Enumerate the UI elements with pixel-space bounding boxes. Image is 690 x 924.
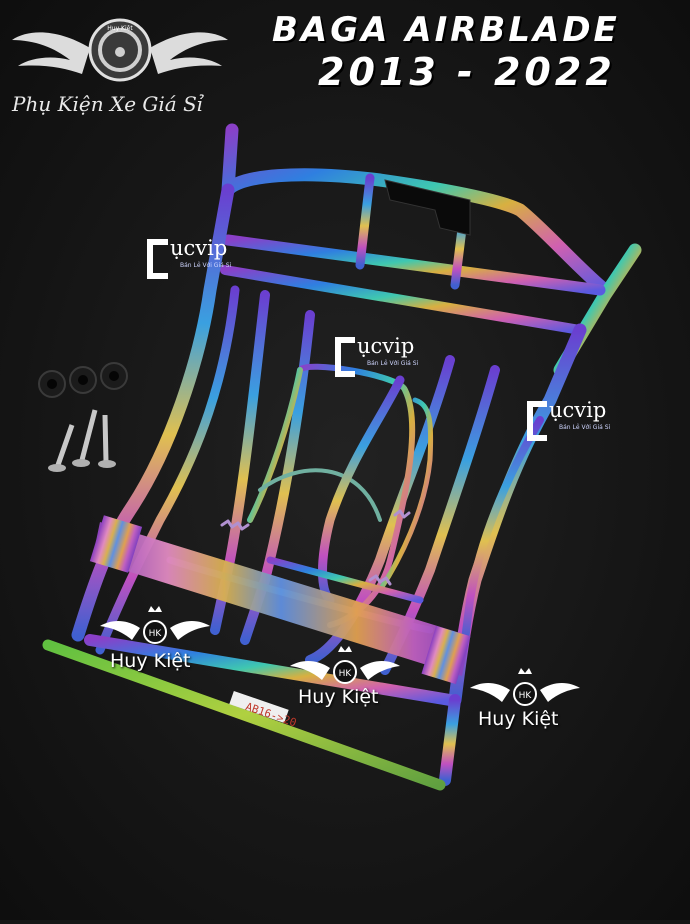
- mount-bracket: [384, 179, 471, 236]
- cucvip-brand: ụcvip: [170, 236, 228, 260]
- cucvip-brand: ụcvip: [549, 398, 607, 422]
- cucvip-tagline: Bán Lẻ Với Giá Sỉ: [180, 262, 232, 269]
- hardware-set: [38, 362, 128, 472]
- hk-emblem: [470, 668, 580, 706]
- hk-emblem: [290, 646, 400, 684]
- hk-monogram: HK: [339, 669, 353, 679]
- watermark-brand: Huy Kiệt: [298, 686, 379, 708]
- shop-logo: Huy Kiệt: [12, 18, 228, 82]
- cucvip-watermark: [147, 239, 547, 441]
- screw: [55, 424, 75, 466]
- cucvip-tagline: Bán Lẻ Với Giá Sỉ: [559, 424, 611, 431]
- rack-strap: [89, 515, 471, 685]
- watermark-brand: Huy Kiệt: [110, 650, 191, 672]
- product-title-line2: 2013 - 2022: [318, 50, 616, 94]
- shop-logo-badge: Huy Kiệt: [107, 25, 133, 32]
- product-title-line1: BAGA AIRBLADE: [272, 10, 620, 50]
- watermark-brand: Huy Kiệt: [478, 708, 559, 730]
- cucvip-tagline: Bán Lẻ Với Giá Sỉ: [367, 360, 419, 367]
- hk-monogram: HK: [149, 629, 163, 639]
- part-sticker-label: [229, 690, 289, 724]
- screw: [102, 414, 109, 463]
- hk-emblem: [100, 606, 210, 644]
- shop-name: Phụ Kiện Xe Giá Sỉ: [12, 92, 204, 116]
- rack-bottom-bar: [42, 639, 446, 791]
- hk-monogram: HK: [519, 691, 533, 701]
- cucvip-brand: ụcvip: [357, 334, 415, 358]
- screw: [79, 409, 98, 461]
